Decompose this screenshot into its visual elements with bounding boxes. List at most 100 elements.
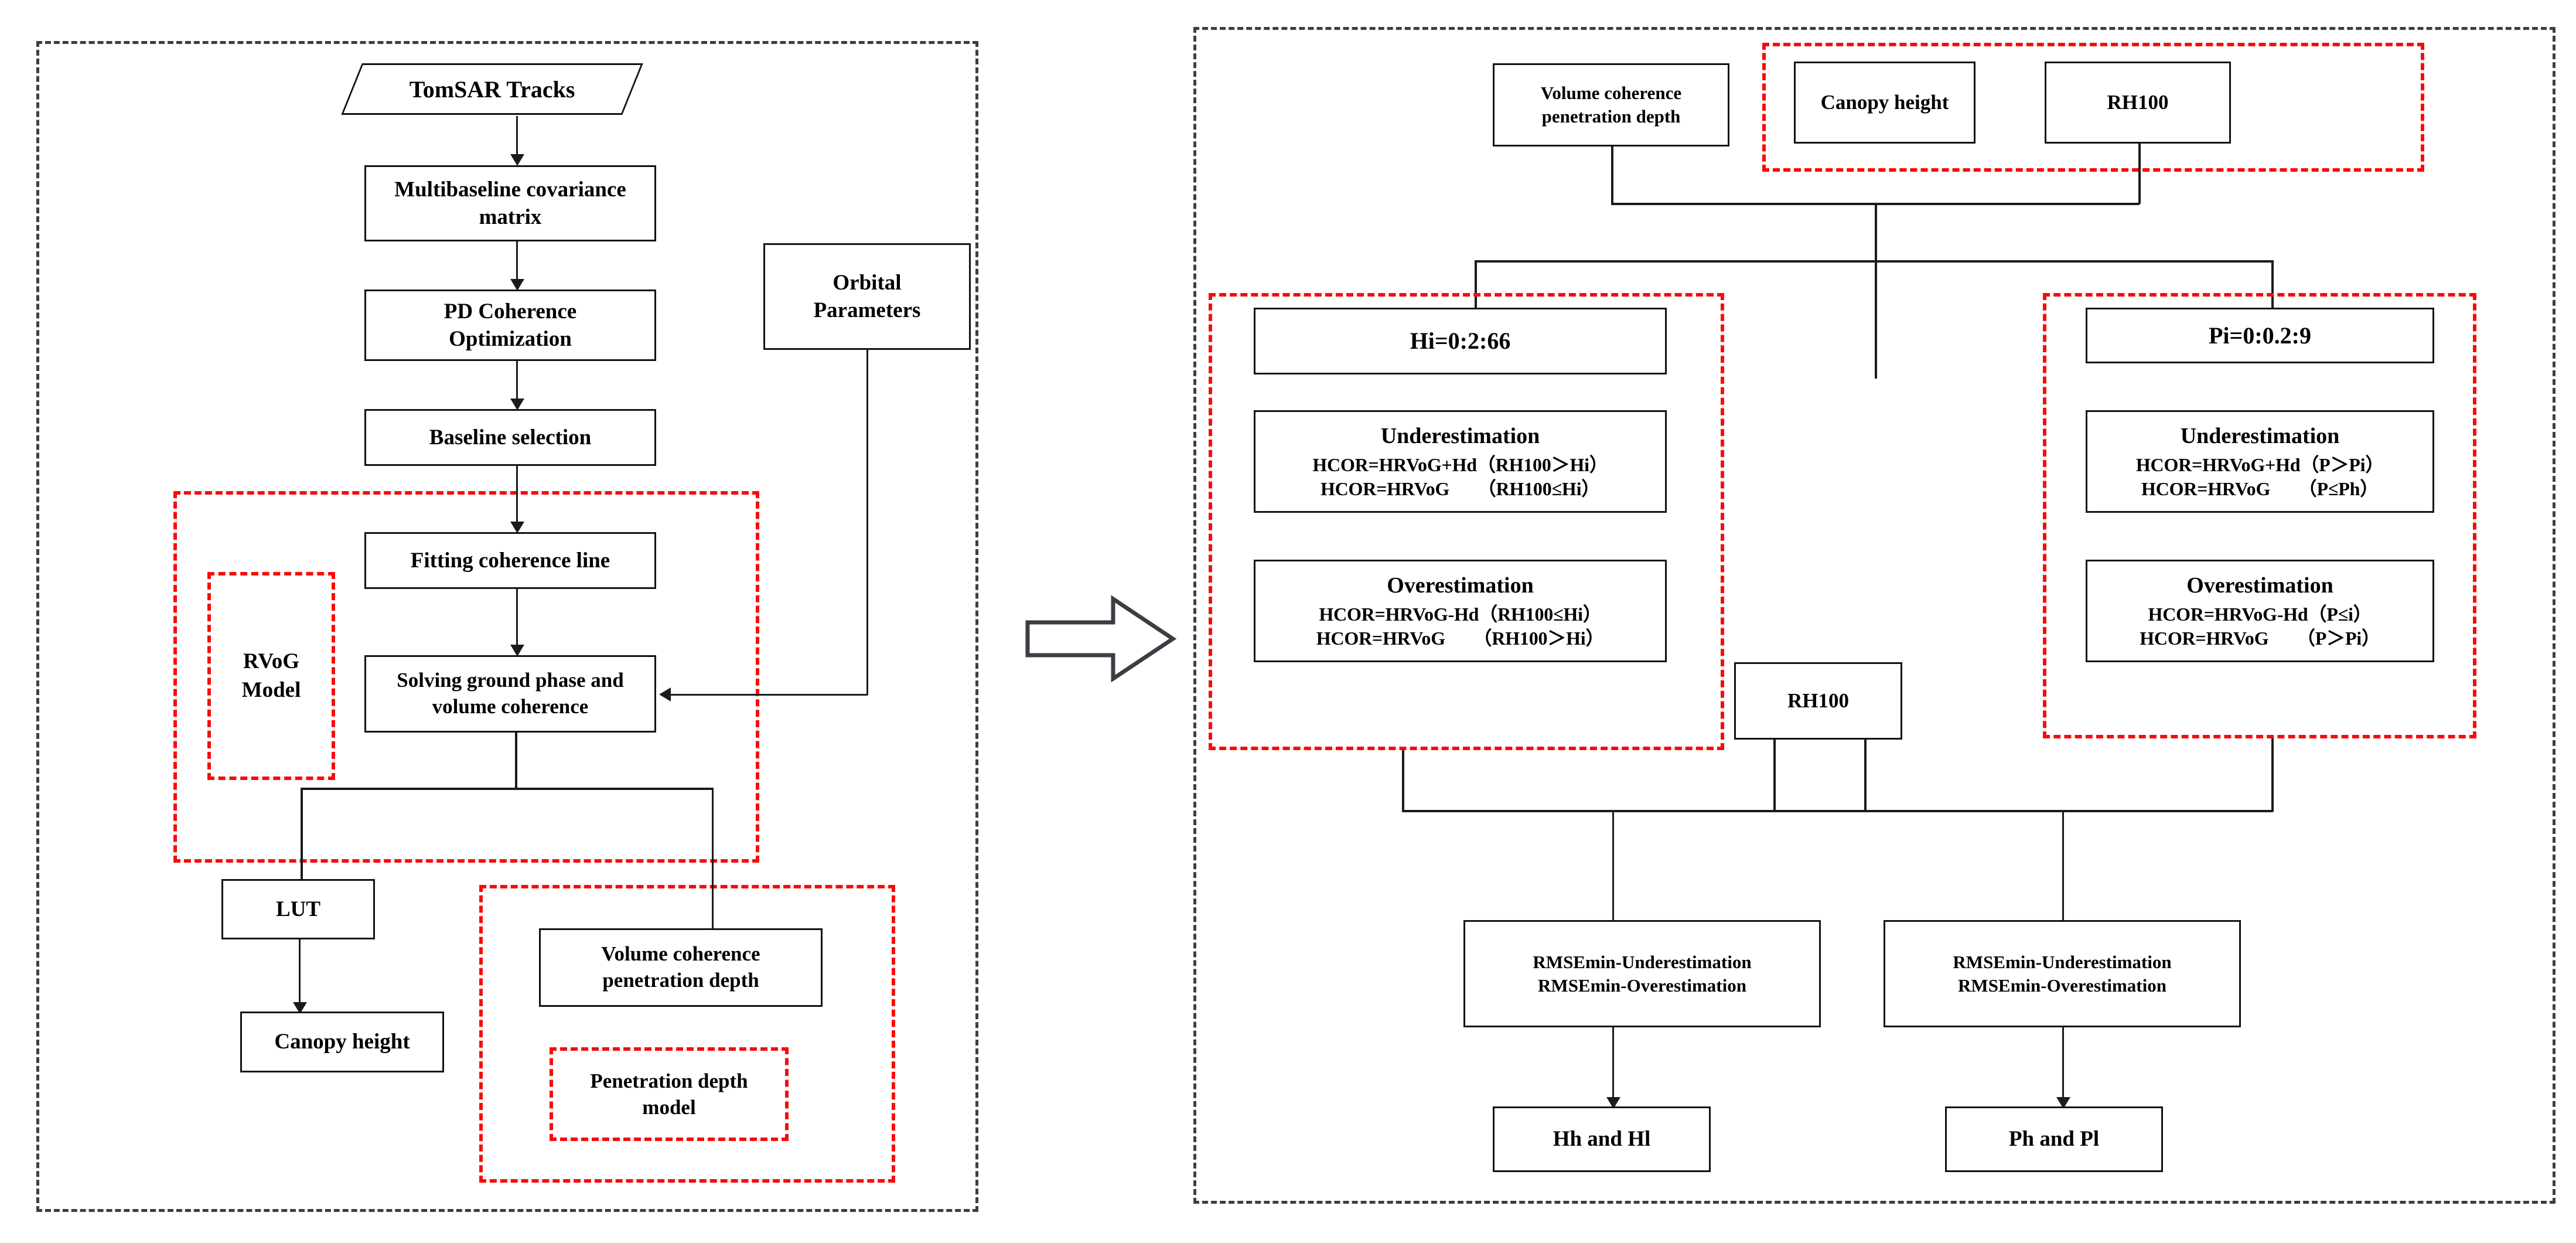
node-baseline-selection[interactable]: Baseline selection <box>364 409 656 466</box>
lut-line-1: LUT <box>275 897 321 921</box>
volume-pd-right-line-1: Volume coherence <box>1540 83 1682 104</box>
canopy-height-left-line-1: Canopy height <box>274 1030 410 1054</box>
output-hh-hl-line-1: Hh and Hl <box>1553 1127 1651 1152</box>
node-volume-coherence-penetration-depth-left[interactable]: Volume coherence penetration depth <box>539 928 823 1007</box>
right-rmse-line-1: RMSEmin-Underestimation <box>1953 951 2172 972</box>
left-over-line-2: HCOR=HRVoG （RH100＞Hi） <box>1316 627 1605 649</box>
connector-right-rmse-to-output <box>2062 1027 2064 1109</box>
arrowhead-to-fitting <box>510 522 524 533</box>
connector-left-rmse-down <box>1612 810 1614 926</box>
node-fitting-coherence-line[interactable]: Fitting coherence line <box>364 532 656 589</box>
right-under-line-1: HCOR=HRVoG+Hd（P＞Pi） <box>2135 454 2384 475</box>
node-right-underestimation[interactable]: Underestimation HCOR=HRVoG+Hd（P＞Pi） HCOR… <box>2086 410 2434 513</box>
node-right-overestimation[interactable]: Overestimation HCOR=HRVoG-Hd（P≤i） HCOR=H… <box>2086 560 2434 662</box>
right-panel-group <box>1193 27 2555 1204</box>
left-rmse-line-2: RMSEmin-Overestimation <box>1538 975 1746 996</box>
rvog-group-boundary <box>173 491 759 863</box>
left-under-line-2: HCOR=HRVoG （RH100≤Hi） <box>1320 478 1601 499</box>
node-left-underestimation[interactable]: Underestimation HCOR=HRVoG+Hd（RH100＞Hi） … <box>1254 410 1667 513</box>
connector-baseline-to-fitting <box>516 466 518 530</box>
left-under-title: Underestimation <box>1380 424 1540 449</box>
arrowhead-to-solving-from-orbital <box>659 687 671 701</box>
volume-pd-left-line-1: Volume coherence <box>601 942 760 966</box>
connector-bus-to-lut <box>301 788 303 881</box>
connector-pd-to-baseline <box>516 361 518 408</box>
orbital-line-2: Parameters <box>813 298 921 322</box>
right-under-title: Underestimation <box>2180 424 2340 449</box>
rvog-model-label-box: RVoG Model <box>207 572 335 780</box>
arrowhead-to-hh-hl <box>1606 1097 1620 1109</box>
hi-sweep-line-1: Hi=0:2:66 <box>1410 328 1511 355</box>
volume-pd-left-line-2: penetration depth <box>602 969 759 992</box>
pi-sweep-line-1: Pi=0:0.2:9 <box>2209 322 2311 349</box>
node-canopy-height-right[interactable]: Canopy height <box>1794 62 1975 144</box>
solving-line-1: Solving ground phase and <box>397 669 624 692</box>
connector-rh100-mid-right-leg <box>1864 740 1867 811</box>
penetration-model-line-2: model <box>642 1096 696 1119</box>
baseline-line-1: Baseline selection <box>429 425 592 449</box>
connector-orbital-to-solving <box>671 694 868 696</box>
node-volume-coherence-penetration-depth-right[interactable]: Volume coherence penetration depth <box>1493 63 1729 147</box>
node-rh100-mid[interactable]: RH100 <box>1734 662 1902 740</box>
arrowhead-to-ph-pl <box>2056 1097 2070 1109</box>
arrowhead-to-covariance <box>510 154 524 166</box>
arrowhead-to-canopy-height-left <box>293 1002 307 1014</box>
left-over-title: Overestimation <box>1387 573 1534 598</box>
canopy-height-right-line-1: Canopy height <box>1820 90 1949 114</box>
rh100-mid-line-1: RH100 <box>1787 689 1849 712</box>
connector-left-rmse-to-output <box>1612 1027 1614 1109</box>
pd-coherence-line-1: PD Coherence <box>443 299 577 323</box>
connector-right-rmse-bus <box>1864 810 2273 812</box>
node-pd-coherence-optimization[interactable]: PD Coherence Optimization <box>364 290 656 361</box>
node-solving-ground-phase[interactable]: Solving ground phase and volume coherenc… <box>364 655 656 733</box>
right-branch-group-boundary <box>2043 293 2476 738</box>
left-over-line-1: HCOR=HRVoG-Hd（RH100≤Hi） <box>1319 603 1602 625</box>
penetration-depth-model-label-box: Penetration depth model <box>550 1047 789 1141</box>
connector-solving-down <box>515 733 517 789</box>
connector-rh100-top-down <box>2138 144 2141 204</box>
arrowhead-to-baseline <box>510 399 524 410</box>
connector-covariance-to-pd <box>516 241 518 287</box>
right-over-line-2: HCOR=HRVoG （P＞Pi） <box>2140 627 2380 649</box>
connector-lut-to-canopy <box>299 939 301 1011</box>
node-lut[interactable]: LUT <box>221 879 375 939</box>
left-panel-group <box>36 41 978 1212</box>
orbital-line-1: Orbital <box>832 270 902 295</box>
node-hi-sweep[interactable]: Hi=0:2:66 <box>1254 308 1667 374</box>
covariance-line-2: matrix <box>479 205 542 229</box>
node-output-hh-hl[interactable]: Hh and Hl <box>1493 1106 1711 1172</box>
node-left-rmse[interactable]: RMSEmin-Underestimation RMSEmin-Overesti… <box>1463 920 1821 1027</box>
tomsar-tracks-label: TomSAR Tracks <box>409 76 575 103</box>
rvog-model-line-1: RVoG <box>243 649 299 674</box>
left-rmse-line-1: RMSEmin-Underestimation <box>1533 951 1752 972</box>
connector-orbital-down <box>866 350 868 695</box>
penetration-depth-group-boundary <box>479 885 895 1183</box>
node-pi-sweep[interactable]: Pi=0:0.2:9 <box>2086 308 2434 363</box>
rh100-top-line-1: RH100 <box>2107 90 2169 114</box>
node-multibaseline-covariance-matrix[interactable]: Multibaseline covariance matrix <box>364 165 656 241</box>
connector-merge-down <box>1875 203 1877 379</box>
connector-right-rmse-down <box>2062 810 2064 926</box>
tomsar-tracks-input[interactable]: TomSAR Tracks <box>341 63 643 115</box>
reference-data-group-boundary <box>1762 43 2424 172</box>
right-over-line-1: HCOR=HRVoG-Hd（P≤i） <box>2148 603 2372 625</box>
connector-left-branch-down <box>1402 750 1404 812</box>
covariance-line-1: Multibaseline covariance <box>394 177 626 202</box>
node-left-overestimation[interactable]: Overestimation HCOR=HRVoG-Hd（RH100≤Hi） H… <box>1254 560 1667 662</box>
node-right-rmse[interactable]: RMSEmin-Underestimation RMSEmin-Overesti… <box>1884 920 2241 1027</box>
left-branch-group-boundary <box>1209 293 1724 750</box>
connector-left-rmse-bus <box>1402 810 1891 812</box>
rvog-model-line-2: Model <box>241 677 301 702</box>
right-under-line-2: HCOR=HRVoG （P≤Ph） <box>2141 478 2379 499</box>
node-rh100-top[interactable]: RH100 <box>2045 62 2231 144</box>
connector-tomsar-to-covariance <box>516 116 518 163</box>
output-ph-pl-line-1: Ph and Pl <box>2008 1127 2100 1152</box>
penetration-model-line-1: Penetration depth <box>590 1069 748 1092</box>
node-canopy-height-left[interactable]: Canopy height <box>240 1012 444 1072</box>
left-under-line-1: HCOR=HRVoG+Hd（RH100＞Hi） <box>1312 454 1608 475</box>
node-output-ph-pl[interactable]: Ph and Pl <box>1945 1106 2163 1172</box>
connector-branch-split-bus <box>1475 260 2273 263</box>
node-orbital-parameters[interactable]: Orbital Parameters <box>763 243 971 350</box>
solving-line-2: volume coherence <box>432 695 589 718</box>
